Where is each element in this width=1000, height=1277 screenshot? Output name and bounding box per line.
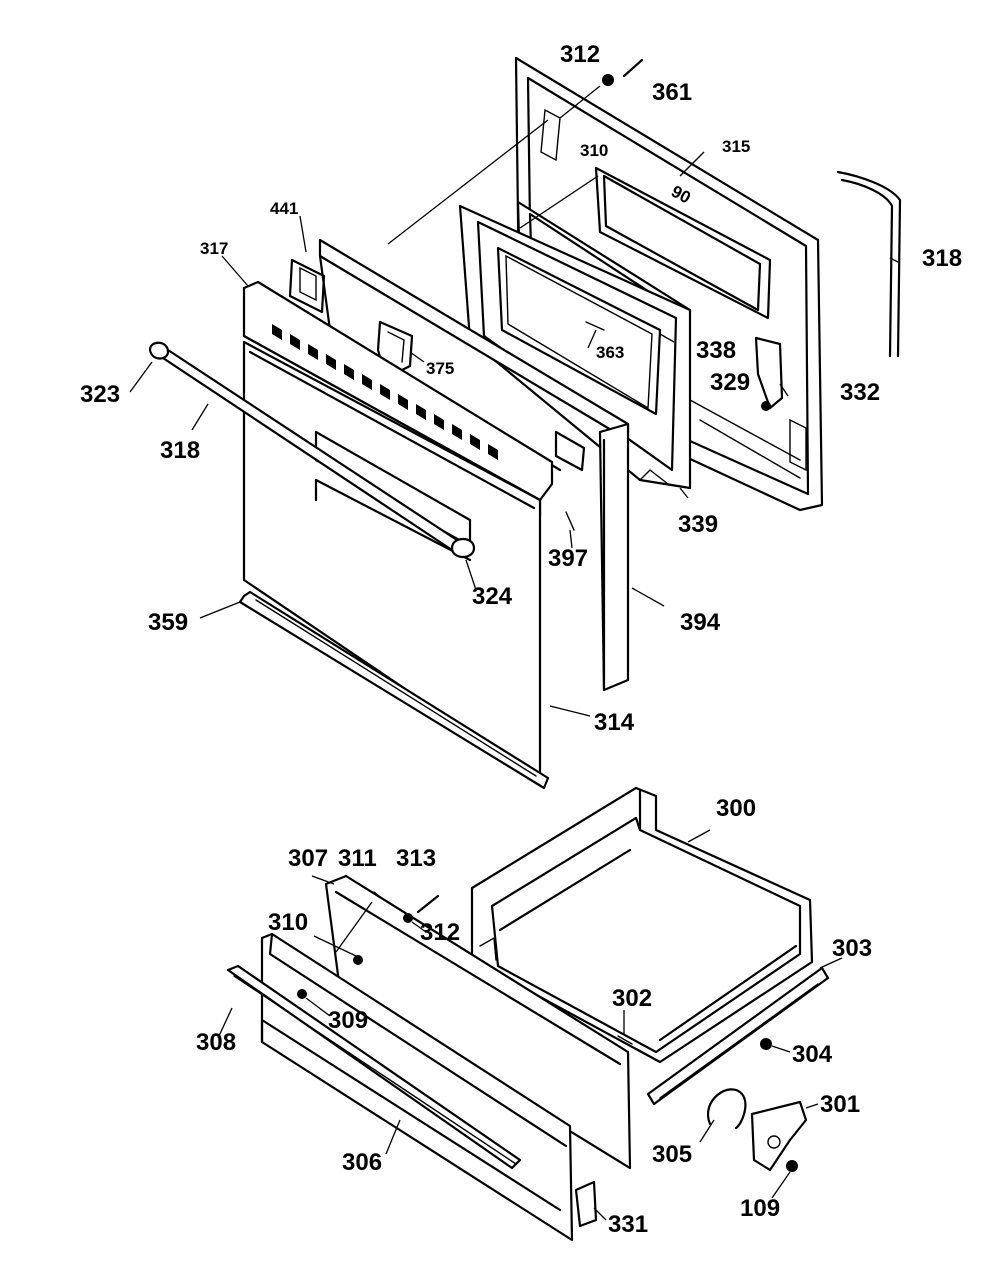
callout-312-drawer: 312	[420, 919, 460, 946]
clip-331	[574, 1180, 598, 1228]
callout-331: 331	[608, 1211, 648, 1238]
callout-397: 397	[548, 545, 588, 572]
callout-361: 361	[652, 79, 692, 106]
callout-308: 308	[196, 1029, 236, 1056]
callout-labels: 312 361 310 315 318 441 317 375 363 338 …	[80, 41, 962, 1238]
screw-309	[297, 989, 307, 999]
screw-302	[617, 1035, 633, 1045]
callout-359: 359	[148, 609, 188, 636]
callout-329: 329	[710, 369, 750, 396]
screw-397	[565, 511, 575, 531]
leader-lines-door	[129, 85, 899, 717]
callout-305: 305	[652, 1141, 692, 1168]
screw-304	[760, 1038, 772, 1050]
callout-441: 441	[270, 199, 298, 218]
trim-strip-308	[226, 964, 522, 1170]
callout-315: 315	[722, 137, 750, 156]
door-gasket-318	[836, 170, 902, 358]
vent-slots	[272, 324, 498, 460]
leader-lines-drawer	[217, 829, 843, 1221]
callout-338: 338	[696, 337, 736, 364]
screw-109	[786, 1160, 798, 1172]
callout-318-handle: 318	[160, 437, 200, 464]
callout-314: 314	[594, 709, 635, 736]
callout-323: 323	[80, 381, 120, 408]
callout-300: 300	[716, 795, 756, 822]
drawer-front-306	[260, 932, 574, 1242]
callout-306: 306	[342, 1149, 382, 1176]
screw-312-drawer	[403, 913, 413, 923]
callout-318-gasket: 318	[922, 245, 962, 272]
callout-310-drawer: 310	[268, 909, 308, 936]
screw-363	[585, 321, 605, 331]
drawer-liner-307	[324, 874, 632, 1170]
hinge-bracket-441	[288, 258, 326, 314]
callout-332: 332	[840, 379, 880, 406]
callout-301: 301	[820, 1091, 860, 1118]
clip-305	[706, 1088, 747, 1130]
callout-363: 363	[596, 343, 624, 362]
bottom-trim-359	[238, 590, 550, 790]
screw-329	[761, 401, 771, 411]
callout-307: 307	[288, 845, 328, 872]
callout-309: 309	[328, 1007, 368, 1034]
door-panel-394	[318, 238, 630, 692]
callout-303: 303	[832, 935, 872, 962]
callout-109: 109	[740, 1195, 780, 1222]
screw-313	[416, 894, 440, 914]
callout-304: 304	[792, 1041, 833, 1068]
callout-394: 394	[680, 609, 721, 636]
screw-310-drawer	[353, 955, 363, 965]
callout-324: 324	[472, 583, 513, 610]
callout-317: 317	[200, 239, 228, 258]
drawer-body-300	[470, 786, 814, 1064]
callout-302: 302	[612, 985, 652, 1012]
callout-313: 313	[396, 845, 436, 872]
drawer-slide-303	[646, 966, 830, 1106]
callout-310-top: 310	[580, 141, 608, 160]
bracket-332	[754, 336, 784, 410]
callout-375: 375	[426, 359, 454, 378]
screw-312-top	[602, 74, 614, 86]
screw-361	[622, 58, 644, 78]
callout-311: 311	[338, 845, 377, 872]
callout-312-top: 312	[560, 41, 600, 68]
callout-339: 339	[678, 511, 718, 538]
screw-311	[373, 891, 385, 901]
handle-end-cap-324	[450, 537, 476, 559]
door-frame-339	[458, 204, 692, 490]
bracket-301	[750, 1100, 808, 1172]
